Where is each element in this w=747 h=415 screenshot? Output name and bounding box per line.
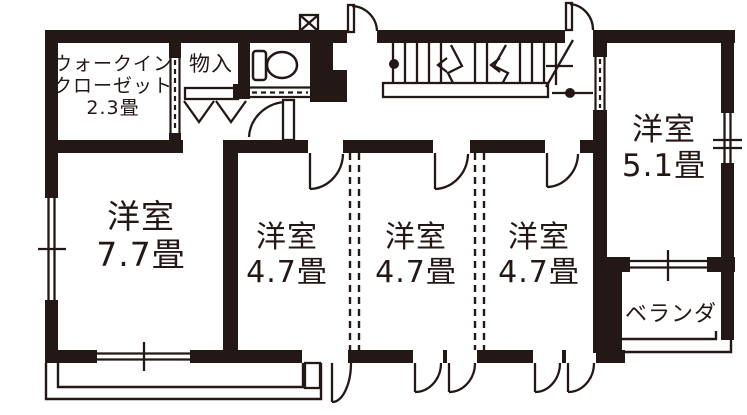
room-label-western-47a: 洋室 4.7畳 [246,220,328,291]
room-label-western-51: 洋室 5.1畳 [621,112,707,185]
western-51-name: 洋室 [632,112,696,148]
door-vestibule-icon [247,98,296,142]
window-veranda-icon [630,250,707,281]
western-77-size: 7.7畳 [96,235,186,275]
veranda-name: ベランダ [624,302,718,327]
western-47c-size: 4.7畳 [498,254,580,290]
wic-line2: クローゼット [52,75,174,98]
room-label-walk-in-closet: ウォークイン クローゼット 2.3畳 [53,53,173,119]
casement-room47b-icon [413,362,477,394]
walls [45,30,735,363]
stairs-icon [381,39,593,99]
room-label-storage: 物入 [189,52,233,76]
small-vent-window-icon [298,13,320,33]
door-top-left-icon [346,3,379,34]
room-partitions [348,153,486,350]
balcony-left-railing [44,363,323,401]
western-47a-name: 洋室 [256,220,318,255]
western-47a-size: 4.7畳 [246,254,328,290]
western-47c-name: 洋室 [508,220,570,255]
casement-room47c-icon [533,362,596,394]
window-bottom-77-icon [97,342,190,371]
swing-doors [247,1,596,404]
door-room47c-icon [545,153,580,189]
sliding-doors [169,57,606,133]
storage-name: 物入 [189,52,233,76]
storage-folding-door-icon [183,100,247,124]
door-room47b-icon [433,153,470,191]
storage-closet-details [183,86,247,124]
veranda-railing [612,331,733,354]
door-room47a-icon [308,153,345,191]
wic-size: 2.3畳 [86,97,140,120]
sliding-door-wic-icon [169,58,181,133]
sliding-door-51-icon [594,57,606,110]
room-label-western-77: 洋室 7.7畳 [96,197,186,275]
door-top-right-icon [564,1,595,32]
wic-line1: ウォークイン [52,53,174,75]
room-label-western-47c: 洋室 4.7畳 [498,220,580,291]
western-47b-name: 洋室 [385,220,447,255]
western-51-size: 5.1畳 [621,147,707,184]
door-balcony-icon [303,361,353,404]
window-right-51-icon [713,113,742,163]
window-left-icon [38,198,66,300]
western-77-name: 洋室 [106,197,175,236]
toilet-icon [251,49,299,82]
room-label-western-47b: 洋室 4.7畳 [375,220,457,291]
windows [38,113,742,371]
storage-shelf-icon [183,86,240,101]
sliding-door-toilet-icon [250,86,328,99]
room-label-veranda: ベランダ [625,302,717,328]
western-47b-size: 4.7畳 [375,254,457,290]
